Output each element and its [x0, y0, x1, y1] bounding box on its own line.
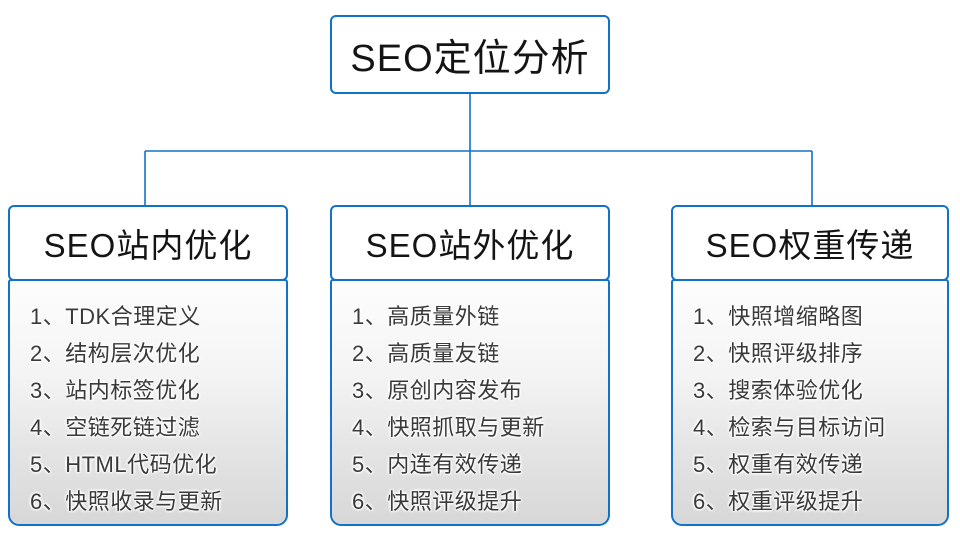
root-node-title: SEO定位分析 [350, 38, 590, 80]
branch-title: SEO权重传递 [671, 205, 949, 281]
branch-node-onsite: SEO站内优化 1、TDK合理定义 2、结构层次优化 3、站内标签优化 4、空链… [8, 205, 288, 526]
branch-item-list: 1、TDK合理定义 2、结构层次优化 3、站内标签优化 4、空链死链过滤 5、H… [30, 298, 276, 520]
branch-item-list: 1、高质量外链 2、高质量友链 3、原创内容发布 4、快照抓取与更新 5、内连有… [352, 298, 598, 520]
branch-node-weight: SEO权重传递 1、快照增缩略图 2、快照评级排序 3、搜索体验优化 4、检索与… [671, 205, 949, 526]
list-item: 1、快照增缩略图 [693, 304, 864, 329]
branch-title-label: SEO权重传递 [705, 227, 915, 264]
list-item: 2、结构层次优化 [30, 341, 201, 366]
list-item: 5、内连有效传递 [352, 452, 523, 477]
branch-title: SEO站外优化 [330, 205, 610, 281]
branch-panel: 1、TDK合理定义 2、结构层次优化 3、站内标签优化 4、空链死链过滤 5、H… [8, 279, 288, 526]
root-node: SEO定位分析 [330, 15, 610, 94]
branch-title-label: SEO站内优化 [43, 227, 253, 264]
list-item: 5、HTML代码优化 [30, 452, 218, 477]
list-item: 5、权重有效传递 [693, 452, 864, 477]
list-item: 3、原创内容发布 [352, 378, 523, 403]
list-item: 6、快照收录与更新 [30, 489, 223, 514]
branch-item-list: 1、快照增缩略图 2、快照评级排序 3、搜索体验优化 4、检索与目标访问 5、权… [693, 298, 937, 520]
list-item: 1、TDK合理定义 [30, 304, 201, 329]
list-item: 2、高质量友链 [352, 341, 500, 366]
list-item: 1、高质量外链 [352, 304, 500, 329]
list-item: 3、站内标签优化 [30, 378, 201, 403]
branch-title-label: SEO站外优化 [365, 227, 575, 264]
list-item: 2、快照评级排序 [693, 341, 864, 366]
list-item: 4、快照抓取与更新 [352, 415, 545, 440]
branch-panel: 1、快照增缩略图 2、快照评级排序 3、搜索体验优化 4、检索与目标访问 5、权… [671, 279, 949, 526]
list-item: 6、快照评级提升 [352, 489, 523, 514]
branch-title: SEO站内优化 [8, 205, 288, 281]
list-item: 4、检索与目标访问 [693, 415, 886, 440]
branch-node-offsite: SEO站外优化 1、高质量外链 2、高质量友链 3、原创内容发布 4、快照抓取与… [330, 205, 610, 526]
list-item: 6、权重评级提升 [693, 489, 864, 514]
branch-panel: 1、高质量外链 2、高质量友链 3、原创内容发布 4、快照抓取与更新 5、内连有… [330, 279, 610, 526]
list-item: 4、空链死链过滤 [30, 415, 201, 440]
list-item: 3、搜索体验优化 [693, 378, 864, 403]
